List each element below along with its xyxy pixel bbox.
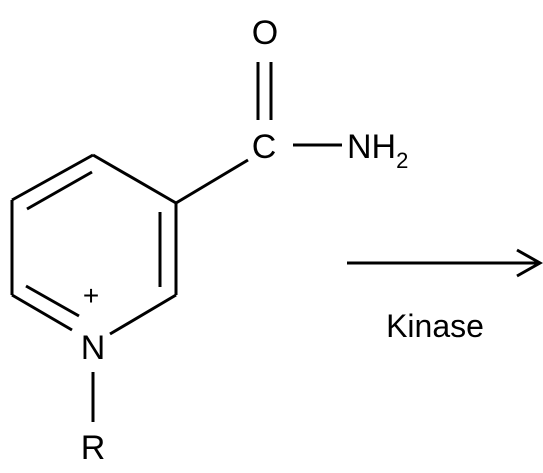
carbonyl-carbon-label: C — [252, 128, 277, 166]
amide-subscript: 2 — [396, 148, 408, 173]
amide-nh-text: NH — [347, 128, 396, 166]
enzyme-label: Kinase — [386, 308, 484, 344]
substituent-r-label: R — [81, 429, 106, 467]
arrow-head — [516, 248, 543, 278]
molecule-structure — [10, 62, 342, 422]
ring-bond-top-left-inner — [26, 170, 93, 211]
ring-bond-bottom-right — [109, 293, 177, 336]
amide-group-label: NH2 — [347, 128, 408, 173]
ring-nitrogen-label: N — [81, 329, 106, 367]
ring-carbonyl-bond — [175, 158, 249, 205]
ring-bond-top-left — [11, 153, 94, 202]
reaction-arrow — [347, 248, 543, 278]
carbonyl-oxygen-label: O — [252, 14, 278, 52]
ring-bond-bottom-left — [11, 293, 73, 332]
ring-bond-top-right — [92, 153, 177, 205]
ring-bond-bottom-left-inner — [25, 284, 80, 318]
nitrogen-charge-label: + — [83, 280, 99, 311]
